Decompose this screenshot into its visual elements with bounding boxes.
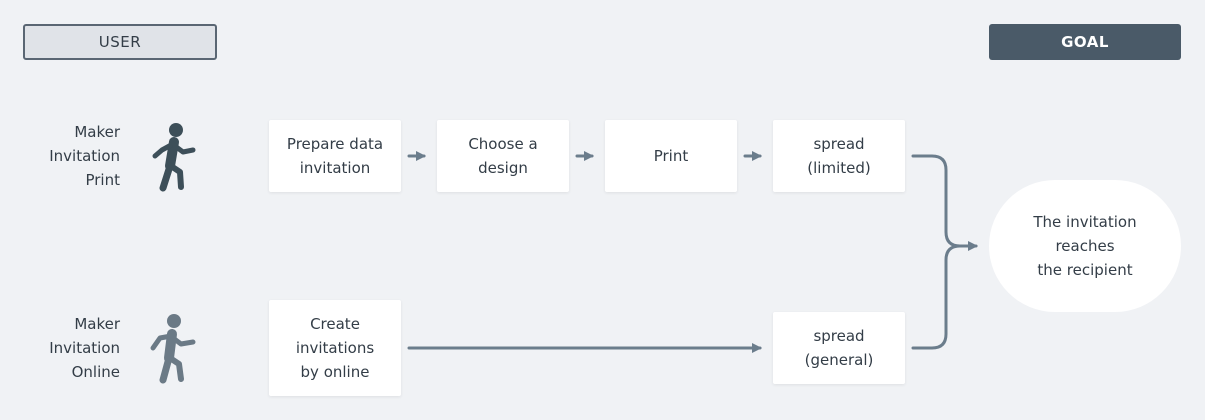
step-line: invitation — [299, 159, 371, 177]
step-create-online: Create invitations by online — [269, 300, 401, 396]
role-line: Invitation — [49, 147, 120, 165]
step-line: Print — [653, 147, 689, 165]
step-spread-limited: spread (limited) — [773, 120, 905, 192]
walking-person-icon — [150, 314, 196, 384]
goal-node: The invitation reaches the recipient — [989, 180, 1181, 312]
merge-connector-top — [911, 154, 978, 251]
step-print: Print — [605, 120, 737, 192]
step-line: spread — [813, 327, 865, 345]
step-line: spread — [813, 135, 865, 153]
step-prepare-data: Prepare data invitation — [269, 120, 401, 192]
role-label-print: Maker Invitation Print — [20, 120, 120, 192]
role-line: Maker — [74, 315, 120, 333]
goal-line: the recipient — [1037, 261, 1133, 279]
user-header: USER — [23, 24, 217, 60]
step-choose-design: Choose a design — [437, 120, 569, 192]
step-line: invitations — [295, 339, 375, 357]
goal-header-label: GOAL — [1061, 33, 1109, 51]
step-line: (general) — [804, 351, 874, 369]
user-header-label: USER — [98, 33, 142, 51]
role-line: Maker — [74, 123, 120, 141]
step-line: Prepare data — [286, 135, 384, 153]
goal-line: reaches — [1055, 237, 1115, 255]
step-line: design — [478, 159, 528, 177]
step-line: Create — [310, 315, 360, 333]
step-line: by online — [300, 363, 370, 381]
step-spread-general: spread (general) — [773, 312, 905, 384]
role-line: Online — [71, 363, 120, 381]
walking-person-icon — [152, 123, 196, 192]
role-line: Print — [85, 171, 120, 189]
step-line: (limited) — [807, 159, 871, 177]
step-line: Choose a — [468, 135, 538, 153]
merge-connector-bottom — [911, 244, 962, 350]
goal-line: The invitation — [1033, 213, 1137, 231]
goal-header: GOAL — [989, 24, 1181, 60]
role-line: Invitation — [49, 339, 120, 357]
role-label-online: Maker Invitation Online — [20, 312, 120, 384]
